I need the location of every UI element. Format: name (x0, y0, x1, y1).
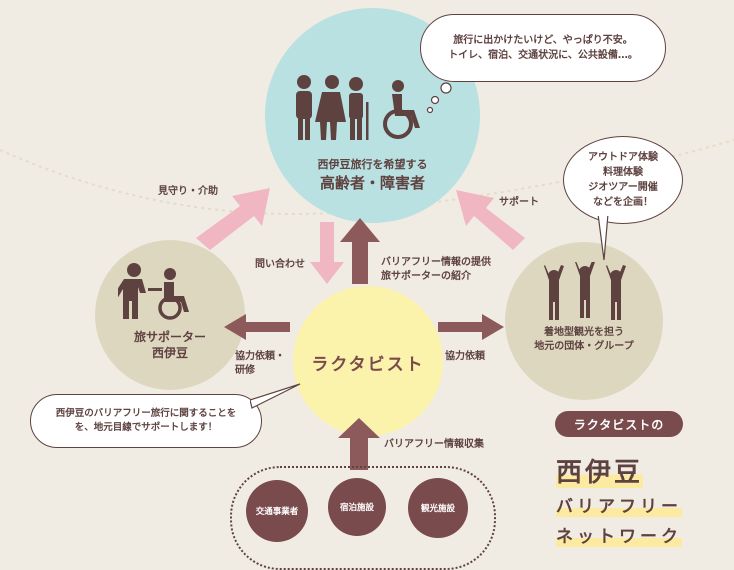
brand-pill: ラクタビストの (555, 411, 683, 437)
info-label-line2: 旅サポーターの紹介 (381, 271, 471, 282)
bubble-tail (250, 383, 301, 409)
activities-speech-bubble: アウトドア体験 料理体験 ジオツアー開催 などを企画！ (563, 136, 683, 224)
brand-line2: バリアフリー (556, 492, 682, 517)
traveler-bubble-line2: トイレ、宿泊、交通状況に、公共設備…。 (448, 50, 638, 61)
activity-item: などを企画！ (593, 197, 653, 208)
coop-left-label-line1: 協力依頼・ (235, 351, 285, 362)
traveler-label-line1: 西伊豆旅行を希望する (317, 158, 428, 171)
info-arrow (340, 218, 380, 284)
rakutabist-bubble-line1: 西伊豆のバリアフリー旅行に関することを (55, 408, 237, 419)
local-group-label-line2: 地元の団体・グループ (534, 341, 634, 352)
activity-item: 料理体験 (603, 167, 643, 178)
partner-tourism: 観光施設 (408, 478, 468, 538)
local-group-label-line1: 着地型観光を担う (544, 327, 624, 338)
rakutabist-bubble-line2: を、地元目線でサポートします！ (74, 422, 218, 433)
bubble-tail (597, 214, 609, 261)
traveler-bubble-line1: 旅行に出かけたいけど、やっぱり不安。 (453, 35, 633, 46)
brand-line3: ネットワーク (556, 522, 682, 547)
thought-dots-icon (426, 82, 452, 114)
coop-left-label-line2: 研修 (235, 365, 255, 376)
partner-lodging: 宿泊施設 (328, 478, 386, 536)
brand-line1-text: 西伊豆 (556, 458, 644, 488)
partner-transport: 交通事業者 (246, 480, 308, 542)
collect-label: バリアフリー情報収集 (384, 439, 484, 450)
collect-arrow (338, 418, 380, 470)
traveler-speech-bubble: 旅行に出かけたいけど、やっぱり不安。 トイレ、宿泊、交通状況に、公共設備…。 (420, 14, 666, 82)
supporter-label-line2: 西伊豆 (151, 346, 188, 360)
activity-item: アウトドア体験 (588, 152, 658, 163)
brand-line3-text: ネットワーク (556, 527, 682, 547)
support-arrow (456, 190, 525, 250)
traveler-label-line2: 高齢者・障害者 (319, 174, 425, 192)
inquiry-label: 問い合わせ (255, 259, 305, 270)
arrows-layer (196, 188, 525, 470)
inquiry-arrow (310, 222, 344, 284)
support-label: サポート (499, 197, 539, 208)
rakutabist-circle (293, 286, 443, 436)
brand-line1: 西伊豆 (556, 452, 644, 489)
info-label-line1: バリアフリー情報の提供 (381, 257, 491, 268)
elderly-and-wheelchair-icon (296, 75, 420, 140)
watch-label: 見守り・介助 (158, 186, 218, 197)
supporter-label-line1: 旅サポーター (133, 330, 206, 344)
coop-right-label: 協力依頼 (445, 351, 485, 362)
coop-left-arrow (224, 314, 290, 340)
supporter-circle (95, 240, 245, 390)
activity-item: ジオツアー開催 (588, 182, 658, 193)
coop-right-arrow (438, 314, 504, 340)
watch-arrow (196, 188, 270, 250)
caregiver-wheelchair-icon (118, 263, 189, 320)
rakutabist-name: ラクタビスト (311, 355, 425, 375)
rakutabist-speech-bubble: 西伊豆のバリアフリー旅行に関することを を、地元目線でサポートします！ (30, 394, 262, 448)
group-people-icon (544, 262, 626, 320)
brand-line2-text: バリアフリー (556, 497, 682, 517)
